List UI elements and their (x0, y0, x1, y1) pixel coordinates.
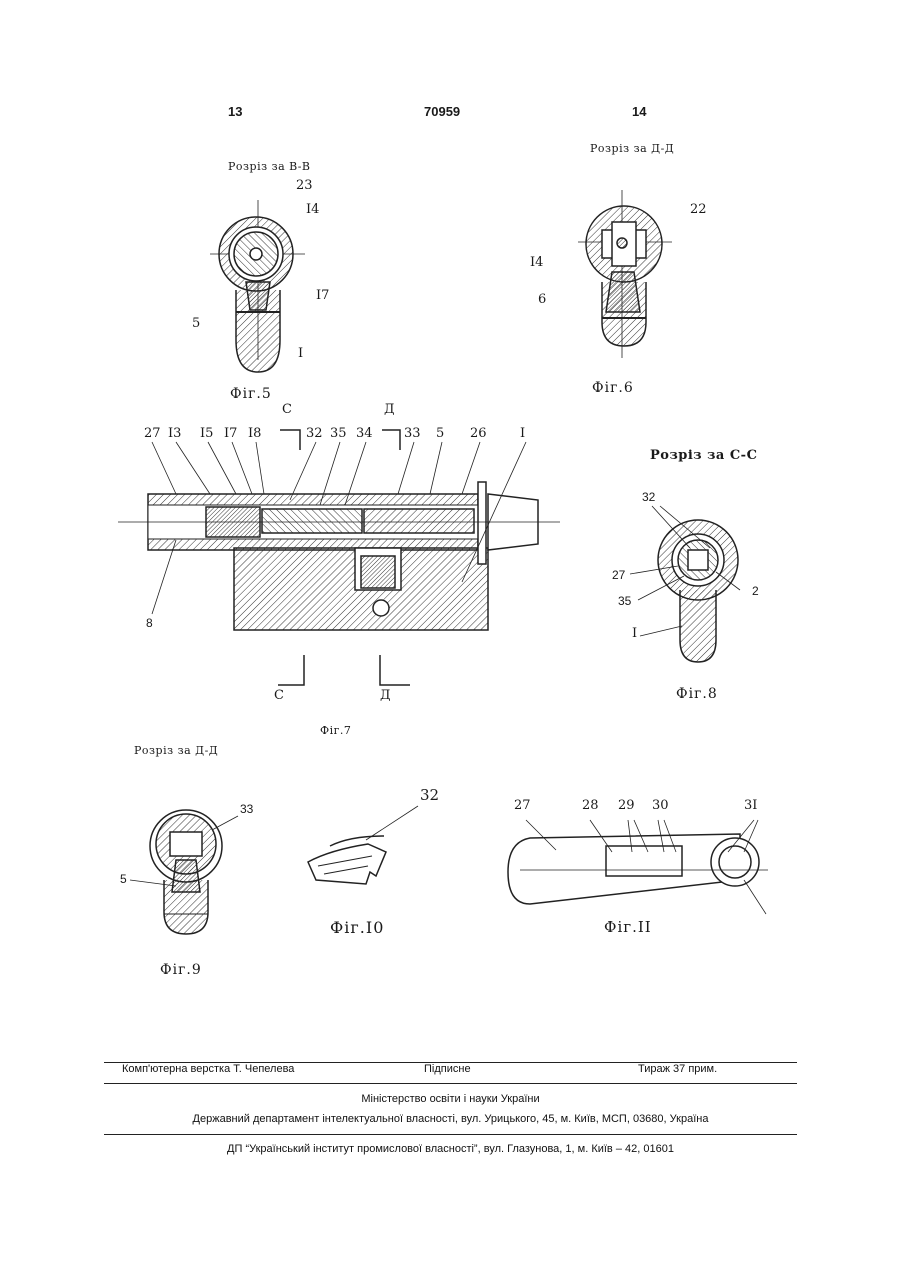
fig7-label-5: 5 (436, 426, 444, 441)
fig5-section-title: Розріз за В-В (228, 160, 311, 173)
footer-rule-middle (104, 1083, 797, 1084)
figure-7-drawing (118, 430, 560, 685)
fig7-label-26: 26 (470, 426, 487, 441)
fig10-label-32: 32 (420, 786, 439, 804)
footer-layout-credit: Комп'ютерна верстка Т. Чепелева (122, 1063, 294, 1075)
fig9-section-title: Розріз за Д-Д (134, 744, 218, 757)
fig7-section-mark-c: С (282, 402, 292, 417)
fig7-label-15: I5 (200, 426, 213, 441)
fig5-label-14: I4 (306, 202, 319, 217)
fig6-label-14: I4 (530, 255, 543, 270)
figure-8-drawing (630, 506, 740, 662)
figure-5-drawing (210, 200, 305, 372)
fig11-label-29: 29 (618, 798, 635, 813)
figure-11-drawing (508, 820, 768, 914)
fig11-label-31: 3I (744, 798, 757, 813)
fig7-bottom-mark-c: С (274, 688, 284, 703)
fig7-label-8: 8 (146, 616, 153, 630)
fig7-bottom-mark-d: Д (380, 688, 391, 703)
fig7-label-1: I (520, 426, 525, 441)
fig11-label-30: 30 (652, 798, 669, 813)
fig7-label-35: 35 (330, 426, 347, 441)
fig9-label-33: 33 (240, 802, 253, 816)
fig5-caption: Фіг.5 (230, 386, 272, 402)
fig7-section-mark-d: Д (384, 402, 395, 417)
fig5-label-23: 23 (296, 178, 313, 193)
fig11-label-27: 27 (514, 798, 531, 813)
fig7-label-34: 34 (356, 426, 373, 441)
fig8-label-35: 35 (618, 594, 631, 608)
fig8-label-32: 32 (642, 490, 655, 504)
fig8-label-27: 27 (612, 568, 625, 582)
fig6-label-22: 22 (690, 202, 707, 217)
fig8-label-2: 2 (752, 584, 759, 598)
fig5-label-1: I (298, 346, 303, 361)
fig7-label-18: I8 (248, 426, 261, 441)
figure-6-drawing (578, 190, 672, 358)
footer-circulation: Тираж 37 прим. (638, 1063, 717, 1075)
fig7-label-13: I3 (168, 426, 181, 441)
footer-rule-bottom (104, 1134, 797, 1135)
fig7-label-33: 33 (404, 426, 421, 441)
fig9-label-5: 5 (120, 872, 127, 886)
fig11-label-28: 28 (582, 798, 599, 813)
fig5-label-5: 5 (192, 316, 200, 331)
figure-9-drawing (130, 810, 238, 934)
fig7-label-27: 27 (144, 426, 161, 441)
footer-institute: ДП “Український інститут промислової вла… (0, 1143, 901, 1155)
fig7-label-32: 32 (306, 426, 323, 441)
footer-department: Державний департамент інтелектуальної вл… (0, 1113, 901, 1125)
fig11-caption: Фіг.II (604, 918, 652, 936)
footer-signed: Підписне (424, 1063, 471, 1075)
fig8-label-1: I (632, 626, 637, 641)
fig9-caption: Фіг.9 (160, 962, 202, 978)
fig7-caption: Фіг.7 (320, 724, 351, 737)
fig6-label-6: 6 (538, 292, 546, 307)
fig6-section-title: Розріз за Д-Д (590, 142, 674, 155)
fig7-label-17: I7 (224, 426, 237, 441)
fig6-caption: Фіг.6 (592, 380, 634, 396)
fig8-caption: Фіг.8 (676, 686, 718, 702)
footer-ministry: Міністерство освіти і науки України (0, 1093, 901, 1105)
figure-10-drawing (308, 806, 418, 884)
fig5-label-17: I7 (316, 288, 329, 303)
fig8-section-title: Розріз за С-С (650, 448, 757, 463)
fig10-caption: Фіг.I0 (330, 918, 384, 937)
